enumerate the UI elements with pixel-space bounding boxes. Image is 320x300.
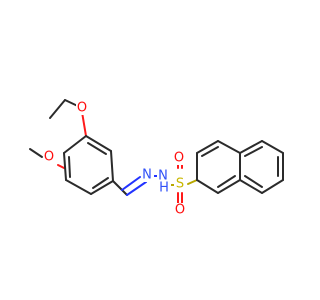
bond-methoxy-o-ring: [57, 164, 65, 169]
label-bg-sulfonyl-s: [174, 177, 187, 191]
bond-naph-l-inner-b: [217, 175, 236, 188]
bond-naph-r1: [239, 140, 263, 154]
atom-sulfonyl-o-top: O: [174, 151, 184, 166]
atom-amine-h: H: [159, 181, 169, 196]
label-bg-sulfonyl-o-top: [172, 151, 186, 165]
bond-ring-inner-a: [68, 156, 71, 178]
bond-ch-n-double-a: [126, 181, 147, 196]
bond-ring-c4-c5: [90, 180, 114, 195]
label-bg-ethoxy-o: [76, 101, 88, 115]
molecule-structure: O O N N H S O O: [29, 99, 284, 218]
label-bg-sulfonyl-o-bottom: [173, 203, 187, 217]
bond-methyl-o: [29, 148, 43, 158]
atom-imine-n: N: [142, 168, 152, 183]
label-bg-amine-n: [157, 169, 170, 183]
bond-layer: [29, 99, 284, 204]
atom-sulfonyl-o-bottom: O: [175, 203, 185, 218]
label-bg-methoxy-o: [43, 150, 56, 164]
bond-naph-l5: [217, 179, 241, 194]
bond-s-naphthalene: [187, 179, 198, 185]
bond-ring-c1-c2: [63, 135, 87, 154]
atom-label-layer: O O N N H S O O: [43, 101, 187, 218]
bond-ring-inner-c: [87, 142, 107, 155]
bond-naph-r4: [261, 179, 284, 194]
bond-naph-r-inner-c: [244, 175, 263, 188]
atom-sulfonyl-s: S: [176, 177, 184, 192]
bond-ring-c5-c6: [110, 150, 114, 182]
bond-ring-c3-c4: [65, 179, 92, 195]
atom-ethoxy-o: O: [77, 101, 87, 116]
bond-ring-ch: [112, 180, 128, 196]
bond-ring-c2-c3: [63, 152, 67, 181]
bond-naph-l6: [196, 179, 219, 194]
label-bg-imine-n: [141, 168, 154, 182]
bond-ring-inner-b: [92, 177, 109, 189]
bond-naph-l2: [196, 140, 219, 154]
bond-naph-r-inner-a: [244, 146, 263, 157]
bond-ethoxy-o-ring: [81, 111, 87, 137]
bond-naph-l3: [217, 140, 241, 154]
bond-ring-c6-c1: [85, 135, 112, 152]
bond-naph-l-inner-a: [201, 146, 219, 157]
bond-naph-r5: [239, 179, 263, 194]
atom-methoxy-o: O: [44, 150, 54, 165]
bond-naph-r2: [261, 140, 284, 154]
label-bg-amine-h: [158, 181, 171, 195]
bond-ch-n-double-b: [121, 176, 141, 191]
atom-amine-n: N: [158, 169, 168, 184]
bond-ethyl-ch3-ch2: [49, 99, 66, 119]
